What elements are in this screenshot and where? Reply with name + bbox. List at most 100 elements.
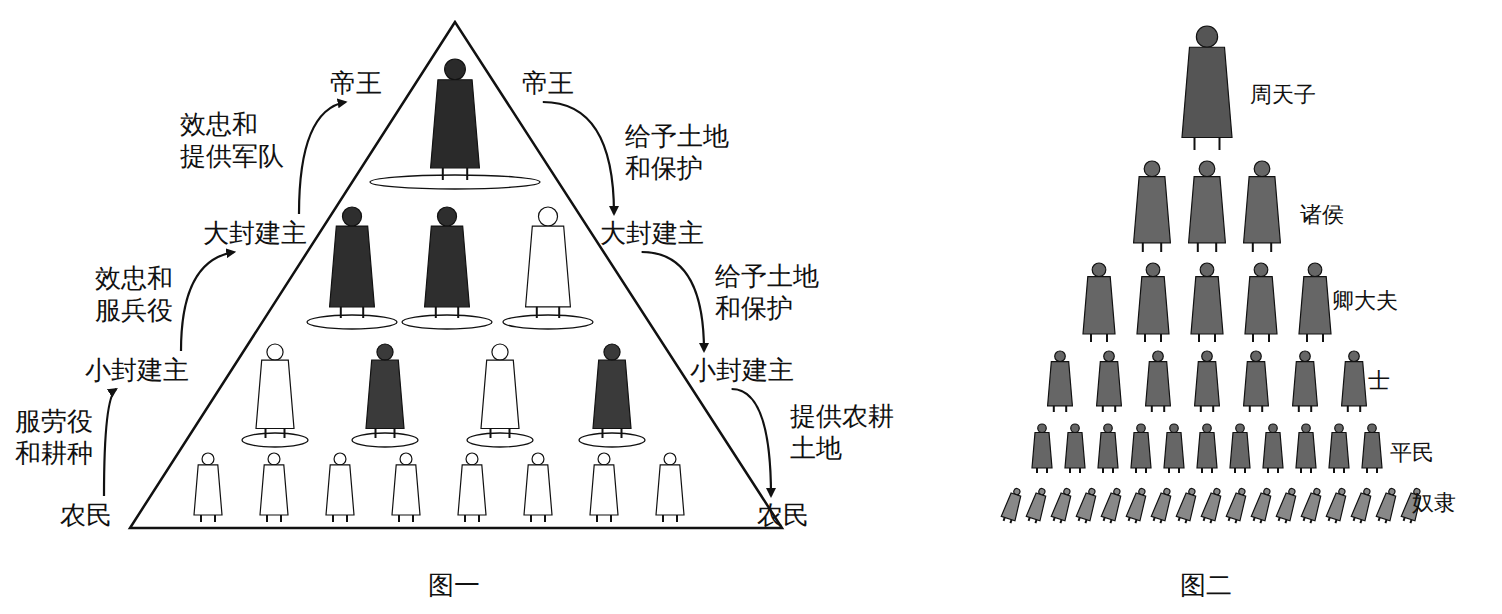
rank-label: 平民 <box>1390 440 1434 466</box>
person-figure <box>1263 424 1283 473</box>
person-figure <box>392 453 420 522</box>
figure-body <box>1164 433 1184 469</box>
person-figure <box>1197 424 1217 473</box>
person-figure <box>1362 424 1382 473</box>
figure-body <box>1329 433 1349 469</box>
relation-label: 效忠和 提供军队 <box>180 108 284 172</box>
tier-label: 小封建主 <box>690 355 794 385</box>
figure-leg <box>1360 520 1361 523</box>
figure-leg <box>1129 517 1130 520</box>
relation-label: 效忠和 服兵役 <box>95 262 173 326</box>
figure-body <box>1301 492 1323 520</box>
relation-arrow <box>181 252 234 351</box>
person-figure <box>1050 486 1075 524</box>
figure-leg <box>362 307 364 318</box>
figure-body <box>392 465 420 515</box>
figure-head <box>1335 424 1344 433</box>
figure-body <box>1296 433 1316 469</box>
tier-text: 农民 <box>60 500 112 530</box>
figure-leg <box>1252 243 1254 252</box>
figure-leg <box>464 515 466 522</box>
figure-body <box>1326 492 1348 520</box>
figure-body <box>590 465 618 515</box>
figure-body <box>1244 177 1281 243</box>
person-figure <box>1275 486 1300 524</box>
figure-leg <box>1036 468 1038 473</box>
figure-leg <box>1035 520 1036 523</box>
figure-leg <box>1249 406 1251 412</box>
figure-leg <box>1060 520 1061 523</box>
figure-head <box>1146 263 1160 277</box>
person-figure <box>1048 351 1073 412</box>
figure-leg <box>457 307 459 318</box>
figure-leg <box>676 515 678 522</box>
figure-leg <box>621 429 623 439</box>
figure-head <box>1251 351 1262 362</box>
figure-body <box>1342 362 1367 406</box>
relation-arrow <box>642 252 704 351</box>
person-figure <box>425 207 470 318</box>
figure-leg <box>1053 406 1055 412</box>
figure-head <box>664 453 676 465</box>
person-figure <box>1225 486 1250 524</box>
person-figure <box>1325 486 1350 524</box>
figure-body <box>1101 492 1123 520</box>
figure-leg <box>1106 334 1108 342</box>
figure-body <box>1276 492 1298 520</box>
figure-leg <box>1112 468 1114 473</box>
figure-leg <box>1234 468 1236 473</box>
figure-head <box>1254 263 1268 277</box>
figure-platform <box>402 315 492 329</box>
person-figure <box>1195 351 1220 412</box>
person-figure <box>1296 424 1316 473</box>
figure-leg <box>602 429 604 439</box>
figure-leg <box>1090 334 1092 342</box>
figure-head <box>1137 424 1146 433</box>
figure-leg <box>1285 520 1286 523</box>
figure-leg <box>1163 406 1165 412</box>
figure-head <box>334 453 346 465</box>
figure-leg <box>1376 468 1378 473</box>
person-figure <box>1032 424 1052 473</box>
figure-head <box>1092 263 1106 277</box>
figure-body <box>1263 433 1283 469</box>
figure-leg <box>346 515 348 522</box>
figure-head <box>1199 161 1215 177</box>
person-figure <box>481 344 519 438</box>
rank-label: 诸侯 <box>1300 202 1344 228</box>
figure-platform <box>352 433 418 447</box>
figure-leg <box>375 429 377 439</box>
person-figure <box>1083 263 1115 342</box>
person-figure <box>366 344 404 438</box>
figure-leg <box>544 515 546 522</box>
figure-head <box>598 453 610 465</box>
figure-head <box>1254 161 1270 177</box>
figure-body <box>1230 433 1250 469</box>
figure-leg <box>1102 468 1104 473</box>
figure-leg <box>1379 517 1380 520</box>
figure-head <box>1200 263 1214 277</box>
figure-leg <box>340 307 342 318</box>
figure-leg <box>1194 138 1196 151</box>
figure-body <box>1182 47 1232 137</box>
figure-leg <box>1069 468 1071 473</box>
tier-label: 农民 <box>757 500 809 530</box>
person-figure <box>1134 161 1171 252</box>
figure-head <box>1153 351 1164 362</box>
figure-body <box>1126 492 1148 520</box>
figure-leg <box>1333 468 1335 473</box>
figure-body <box>1176 492 1198 520</box>
person-figure <box>1342 351 1367 412</box>
person-figure <box>590 453 618 522</box>
person-figure <box>1146 351 1171 412</box>
figure-head <box>1104 351 1115 362</box>
person-figure <box>1137 263 1169 342</box>
figure-leg <box>536 307 538 318</box>
tier-label: 小封建主 <box>85 355 189 385</box>
tier-text: 大封建主 <box>203 218 307 248</box>
person-figure <box>260 453 288 522</box>
figure-leg <box>1343 468 1345 473</box>
figure-head <box>1104 424 1113 433</box>
figure-leg <box>284 429 286 439</box>
